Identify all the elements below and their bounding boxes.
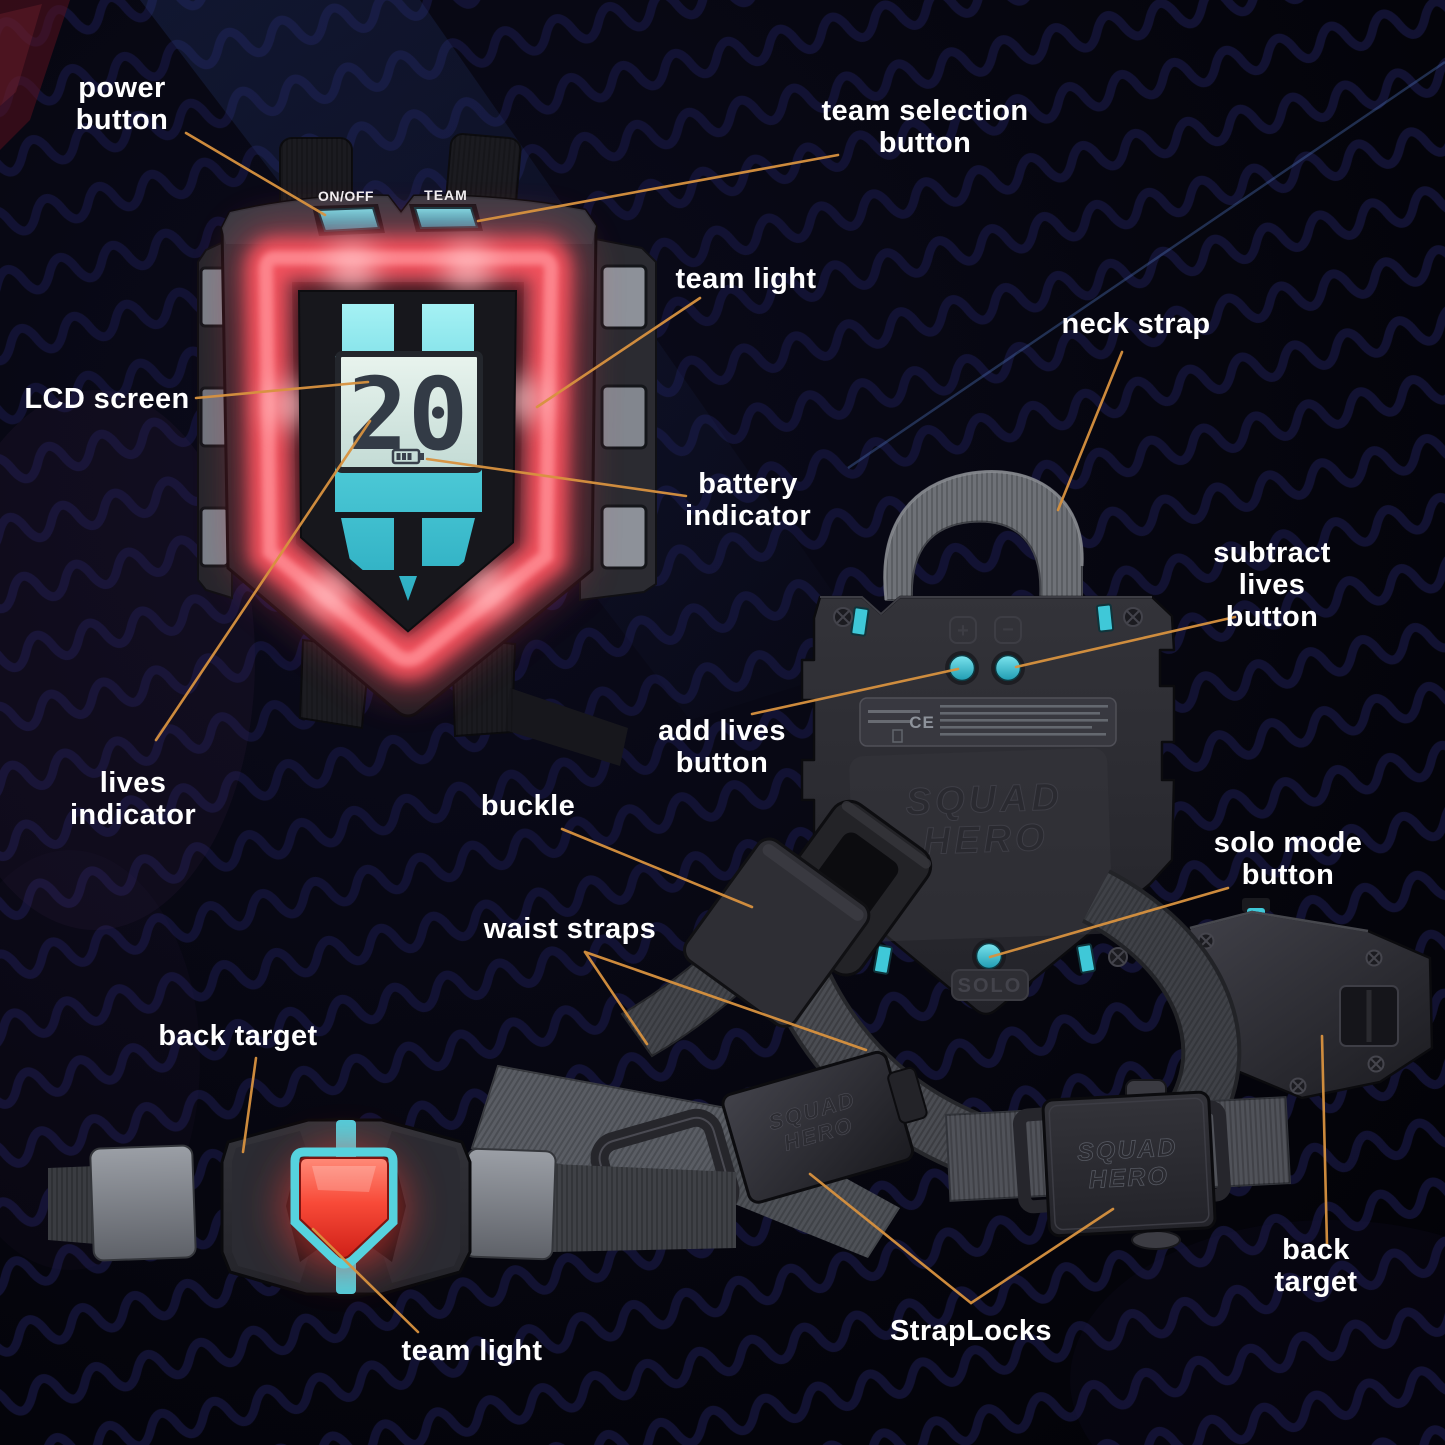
leader-lives-indicator [154,419,372,742]
chest-side-flanges [197,234,657,602]
straplock-left: SQUAD HERO [470,1050,928,1258]
leader-power-button [184,131,327,217]
leader-waist-strap-b [583,950,868,1052]
leader-lcd-screen [194,380,370,400]
callout-straplocks: StrapLocks [890,1315,1052,1348]
straplock-center: SQUAD HERO [944,1079,1292,1250]
buckle [683,799,933,1028]
chest-shield-assembly: 20 [297,290,518,633]
subtract-symbol: − [1002,619,1014,641]
leader-waist-strap-a [583,950,649,1046]
solo-mode-button [972,939,1006,973]
callout-lcd-screen: LCD screen [24,383,190,416]
leader-lines [154,131,1329,1334]
ce-mark-text: CE [909,713,935,732]
logo-line1: SQUAD [905,776,1064,823]
callout-solo-mode-button: solo mode button [1213,827,1363,891]
leader-back-target-right [1320,1034,1329,1247]
logo-line2: HERO [922,817,1049,863]
back-target-front [48,1118,736,1296]
leader-team-light-back [311,1227,420,1334]
straplock-center-logo-line2: HERO [1088,1162,1170,1194]
leader-team-selection-button [476,153,840,223]
callout-waist-straps: waist straps [483,913,657,946]
callout-power-button: power button [75,72,169,136]
leader-subtract-lives-button [1014,615,1237,669]
leader-buckle [560,827,754,909]
callout-battery-indicator: battery indicator [684,468,812,532]
on-off-button-label: ON/OFF [318,188,374,204]
callout-lives-indicator: lives indicator [69,767,197,831]
leader-team-light-front [535,296,702,409]
neck-strap [883,470,1084,601]
squad-hero-logo-back-panel: SQUAD HERO [904,776,1064,864]
chest-target-front: ON/OFF TEAM 20 [197,133,657,766]
solo-label: SOLO [951,969,1029,1001]
background-corner-shape [0,0,70,150]
leader-solo-mode-button [988,886,1230,959]
team-button [409,204,483,232]
callout-neck-strap: neck strap [1061,308,1211,341]
subtract-lives-button: − [991,616,1025,685]
team-light-ring [233,226,584,692]
leader-straplocks-b [969,1207,1115,1305]
leader-back-target-left [241,1056,258,1154]
callout-buckle: buckle [480,790,576,823]
add-symbol: + [957,620,969,642]
team-button-label: TEAM [424,187,468,203]
back-panel-cyan-clips [850,603,1115,975]
leader-straplocks-a [808,1172,973,1305]
leader-battery-indicator [425,457,688,498]
background-light-streak [847,60,1445,470]
callout-back-target-left: back target [158,1020,318,1053]
leader-add-lives-button [750,667,960,716]
straplock-center-logo-line1: SQUAD [1077,1133,1179,1166]
straplock-center-pin-bottom [1131,1230,1181,1250]
lcd-screen: 20 [335,351,483,473]
add-lives-button: + [945,616,979,685]
callout-back-target-right: back target [1274,1234,1358,1298]
callout-team-selection-button: team selection button [821,95,1029,159]
callout-add-lives-button: add lives button [658,715,786,779]
battery-indicator-icon [391,448,424,465]
leader-neck-strap [1056,350,1124,512]
callout-team-light-back: team light [401,1335,543,1368]
callout-team-light-front: team light [675,263,817,296]
regulatory-label: CE [859,697,1117,747]
solo-label-text: SOLO [958,975,1023,997]
back-target-facet-right [382,1131,460,1283]
team-light-back-shield [282,1146,406,1270]
back-target-straps [48,1144,736,1262]
callout-subtract-lives-button: subtract lives button [1213,537,1331,633]
